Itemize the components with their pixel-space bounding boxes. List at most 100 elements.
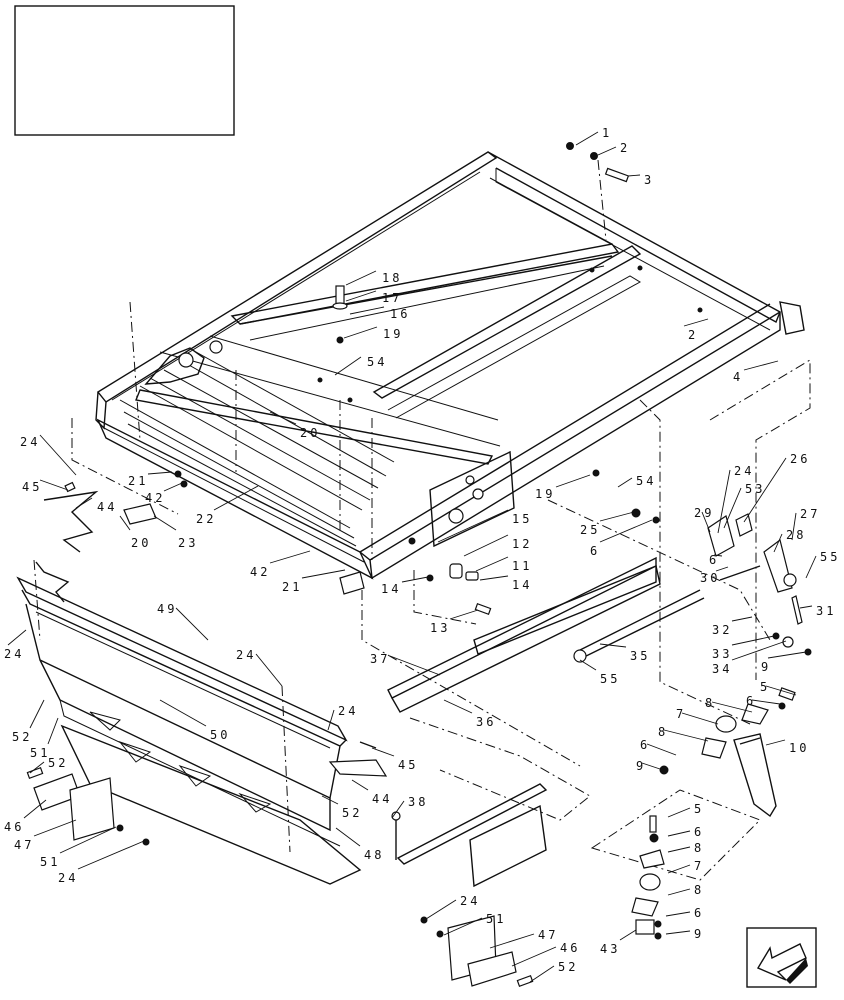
- callout-leader: [667, 846, 691, 853]
- callout-leader: [599, 643, 627, 648]
- callout-number: 24: [338, 704, 358, 718]
- callout-c9c: 9: [665, 927, 701, 941]
- callout-c36: 36: [443, 699, 496, 729]
- callout-number: 42: [145, 491, 165, 505]
- callout-c14b: 14: [381, 576, 429, 596]
- callout-number: 6: [746, 694, 756, 708]
- callout-c24f: 24: [58, 840, 145, 885]
- callout-c33: 33: [712, 635, 775, 661]
- callout-leader: [47, 717, 59, 745]
- callout-leader: [327, 709, 335, 731]
- callout-leader: [717, 469, 731, 534]
- callout-number: 45: [398, 758, 418, 772]
- callout-c21b: 21: [282, 569, 346, 594]
- callout-number: 8: [658, 725, 668, 739]
- side-strip-assembly: [387, 556, 705, 888]
- callout-leader: [489, 933, 535, 949]
- callout-c26: 26: [743, 452, 807, 523]
- callout-c8b: 8: [658, 725, 709, 742]
- callout-number: 4: [733, 370, 743, 384]
- phantom-lines: [33, 159, 811, 881]
- callout-c52c: 52: [29, 756, 68, 774]
- callout-number: 14: [381, 582, 401, 596]
- callout-c6b: 6: [709, 553, 723, 567]
- callout-c17: 17: [345, 290, 399, 305]
- callout-c32: 32: [712, 616, 753, 637]
- callout-number: 6: [694, 906, 704, 920]
- callout-c9b: 9: [636, 759, 661, 773]
- callout-c42a: 42: [145, 482, 183, 505]
- callout-c8d: 8: [667, 883, 704, 897]
- callout-number: 9: [761, 660, 771, 674]
- callout-leader: [345, 290, 377, 302]
- callout-number: 34: [712, 662, 732, 676]
- callout-c54a: 54: [334, 355, 387, 376]
- callout-leader: [449, 609, 479, 620]
- callout-leader: [443, 917, 483, 936]
- callout-leader: [39, 479, 69, 491]
- callout-c6e: 6: [667, 825, 701, 839]
- callout-leader: [743, 360, 779, 371]
- callout-leader: [479, 575, 509, 581]
- callout-number: 6: [590, 544, 600, 558]
- callout-number: 36: [476, 715, 496, 729]
- callout-leader: [345, 270, 377, 286]
- callout-c12: 12: [463, 534, 529, 557]
- callout-number: 3: [644, 173, 654, 187]
- callout-number: 6: [640, 738, 650, 752]
- callout-leader: [29, 699, 45, 729]
- callout-leader: [619, 929, 637, 941]
- callout-c28: 28: [773, 528, 803, 553]
- callout-leader: [765, 739, 786, 746]
- callout-leader: [575, 131, 599, 146]
- callout-number: 33: [712, 647, 732, 661]
- callout-number: 2: [688, 328, 698, 342]
- callout-c6a: 6: [590, 519, 653, 558]
- callout-leader: [463, 534, 509, 557]
- callout-c9a: 9: [761, 651, 807, 674]
- callout-leader: [29, 761, 45, 774]
- callout-c5b: 5: [667, 802, 701, 818]
- callout-c11: 11: [475, 556, 529, 573]
- callout-leader: [799, 605, 813, 609]
- hardware-parts: [26, 142, 812, 987]
- callout-c44a: 44: [75, 497, 114, 514]
- callout-number: 47: [538, 928, 558, 942]
- callout-leader: [33, 819, 77, 837]
- callout-c6c: 6: [746, 694, 781, 708]
- callout-leader: [351, 779, 369, 791]
- callout-leader: [555, 474, 591, 488]
- callout-number: 38: [408, 795, 428, 809]
- callout-c27: 27: [791, 507, 817, 541]
- callout-leader: [349, 306, 385, 315]
- callout-number: 52: [48, 756, 68, 770]
- callout-leader: [437, 509, 509, 543]
- callout-c13: 13: [430, 609, 479, 635]
- callout-leader: [343, 326, 378, 339]
- callout-leader: [269, 411, 297, 425]
- callout-number: 48: [364, 848, 384, 862]
- callout-leader: [511, 946, 557, 967]
- callout-c16: 16: [349, 306, 410, 321]
- callout-leader: [255, 653, 283, 687]
- view-direction-arrow-icon[interactable]: [746, 927, 817, 988]
- callout-number: 16: [390, 307, 410, 321]
- callout-number: 8: [694, 883, 704, 897]
- front-guard-assembly: [16, 481, 388, 885]
- callout-number: 46: [4, 820, 24, 834]
- callout-leader: [401, 576, 429, 583]
- callout-leader: [731, 635, 775, 646]
- callout-leader: [163, 482, 183, 492]
- callout-number: 24: [734, 464, 754, 478]
- callout-number: 13: [430, 621, 450, 635]
- callout-c44b: 44: [351, 779, 389, 806]
- callout-leader: [765, 685, 797, 696]
- callout-c6d: 6: [640, 738, 677, 756]
- callout-number: 18: [382, 271, 402, 285]
- callout-number: 1: [602, 126, 612, 140]
- callout-number: 46: [560, 941, 580, 955]
- callout-number: 54: [367, 355, 387, 369]
- callout-leader: [389, 655, 441, 676]
- callout-number: 9: [636, 759, 646, 773]
- callout-c50: 50: [159, 699, 227, 742]
